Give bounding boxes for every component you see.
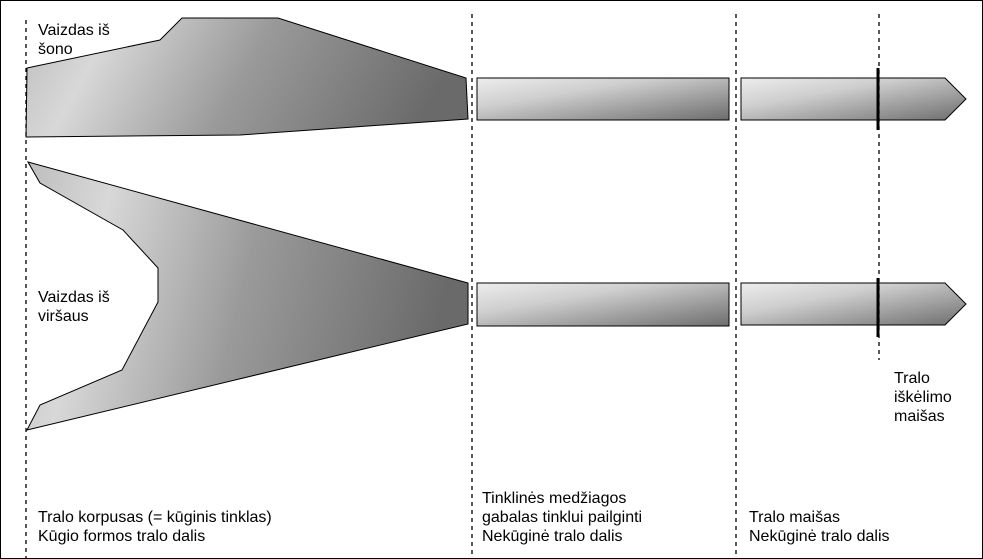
net-body-caption: Tralo korpusas (= kūginis tinklas) Kūgio… bbox=[38, 508, 272, 546]
side-view-label-line-1: Vaizdas iš bbox=[38, 22, 110, 39]
top-view-codend bbox=[740, 282, 967, 326]
top-view-label-line-1: Vaizdas iš bbox=[38, 289, 110, 306]
lifting-bag-label-line-2: iškėlimo bbox=[894, 389, 952, 406]
codend-caption: Tralo maišas Nekūginė tralo dalis bbox=[749, 508, 890, 546]
extension-piece-caption-line-3: Nekūginė tralo dalis bbox=[482, 528, 623, 545]
side-view-label-line-2: šono bbox=[38, 41, 73, 58]
top-view-label: Vaizdas iš viršaus bbox=[38, 288, 110, 326]
net-body-caption-line-2: Kūgio formos tralo dalis bbox=[38, 528, 206, 545]
codend-caption-line-2: Nekūginė tralo dalis bbox=[749, 528, 890, 545]
extension-piece-caption: Tinklinės medžiagos gabalas tinklui pail… bbox=[482, 489, 642, 546]
top-view-net-body bbox=[26, 161, 469, 431]
lifting-bag-label: Tralo iškėlimo maišas bbox=[894, 369, 952, 426]
side-view-label: Vaizdas iš šono bbox=[38, 21, 110, 59]
lifting-bag-label-line-1: Tralo bbox=[894, 370, 930, 387]
extension-piece-caption-line-2: gabalas tinklui pailginti bbox=[482, 509, 643, 526]
extension-piece-caption-line-1: Tinklinės medžiagos bbox=[482, 490, 627, 507]
top-view-label-line-2: viršaus bbox=[38, 308, 89, 325]
side-view-extension-piece bbox=[476, 77, 730, 121]
lifting-bag-label-line-3: maišas bbox=[894, 408, 945, 425]
side-view-codend bbox=[740, 77, 967, 121]
codend-caption-line-1: Tralo maišas bbox=[749, 509, 840, 526]
side-view-net-body bbox=[25, 17, 469, 138]
top-view-extension-piece bbox=[476, 282, 730, 327]
net-body-caption-line-1: Tralo korpusas (= kūginis tinklas) bbox=[38, 509, 272, 526]
